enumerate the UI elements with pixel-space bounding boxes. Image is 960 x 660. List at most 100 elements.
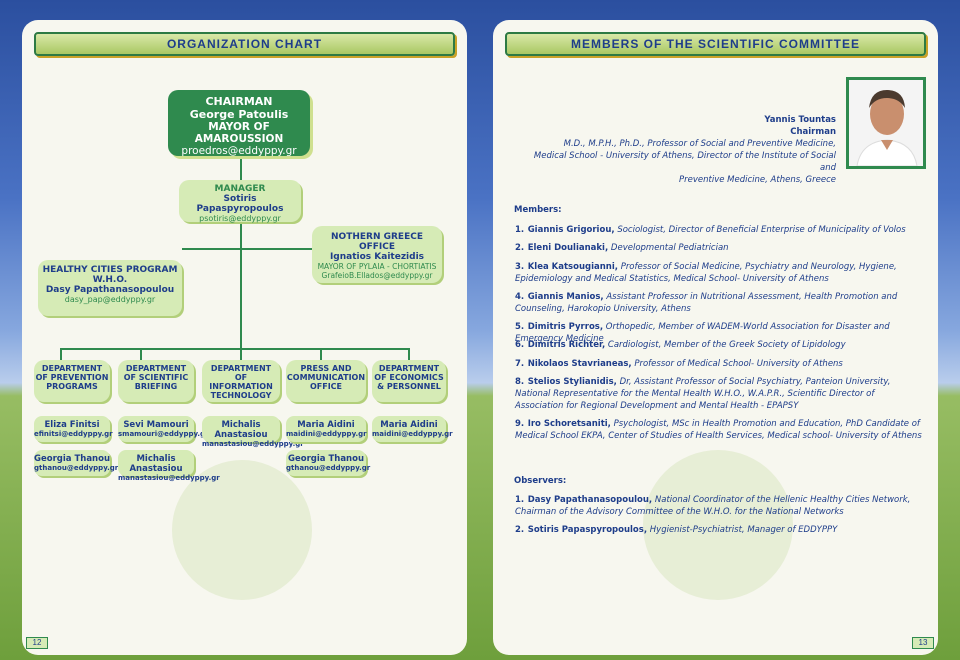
staff-name: Michalis Anastasiou	[214, 420, 268, 440]
staff-email: maidini@eddyppy.gr	[372, 430, 453, 438]
member-desc: Sociologist, Director of Beneficial Ente…	[617, 225, 906, 235]
staff-name: Maria Aidini	[380, 420, 438, 430]
department-line-3: OFFICE	[309, 382, 343, 391]
observers-heading: Observers:	[514, 476, 567, 486]
staff-card: Michalis Anastasiou manastasiou@eddyppy.…	[202, 416, 304, 448]
staff-email: maidini@eddyppy.gr	[286, 430, 367, 438]
member-item: 3. Klea Katsougianni, Professor of Socia…	[515, 261, 924, 285]
member-desc: Psychologist, MSc in Health Promotion an…	[515, 419, 922, 441]
department-line-1: DEPARTMENT	[41, 364, 103, 373]
member-name: Stelios Stylianidis,	[527, 377, 617, 387]
department-line-1: DEPARTMENT	[378, 364, 440, 373]
member-item: 1. Giannis Grigoriou, Sociologist, Direc…	[515, 224, 924, 236]
staff-email: efinitsi@eddyppy.gr	[34, 430, 113, 438]
member-name: Dimitris Richter,	[527, 340, 606, 350]
department-line-3: BRIEFING	[134, 382, 178, 391]
member-item: 2. Eleni Doulianaki, Developmental Pedia…	[515, 242, 924, 254]
organization-chart-title: ORGANIZATION CHART	[34, 32, 455, 56]
member-number: 6.	[515, 340, 525, 350]
member-number: 7.	[515, 359, 525, 369]
observer-number: 1.	[515, 495, 525, 505]
portrait-icon	[849, 80, 923, 166]
department-line-2: OF PREVENTION	[35, 373, 109, 382]
member-number: 9.	[515, 419, 525, 429]
connector-line	[140, 348, 142, 362]
connector-line	[240, 348, 242, 362]
staff-card: Sevi Mamouri smamouri@eddyppy.gr	[118, 416, 209, 442]
manager-box: MANAGER Sotiris Papaspyropoulos psotiris…	[179, 180, 301, 223]
department-line-1: DEPARTMENT	[125, 364, 187, 373]
staff-email: manastasiou@eddyppy.gr	[118, 474, 220, 482]
member-desc: Dr, Assistant Professor of Social Psychi…	[515, 377, 891, 411]
member-name: Giannis Grigoriou,	[527, 225, 615, 235]
member-desc: Professor of Medical School- University …	[634, 359, 843, 369]
staff-name: Michalis Anastasiou	[129, 454, 183, 474]
member-name: Dimitris Pyrros,	[527, 322, 604, 332]
member-item: 8. Stelios Stylianidis, Dr, Assistant Pr…	[515, 376, 924, 412]
northern-position: MAYOR OF PYLAIA - CHORTIATIS	[317, 262, 437, 271]
member-number: 1.	[515, 225, 525, 235]
chairman-role: CHAIRMAN	[205, 95, 273, 108]
department-line-1: DEPARTMENT	[210, 364, 272, 373]
page-number: 13	[912, 637, 934, 649]
department-line-3: & PERSONNEL	[377, 382, 441, 391]
member-item: 9. Iro Schoretsaniti, Psychologist, MSc …	[515, 418, 924, 442]
healthy-role-1: HEALTHY CITIES PROGRAM	[42, 265, 178, 275]
members-heading: Members:	[514, 205, 562, 215]
member-item: 4. Giannis Manios, Assistant Professor i…	[515, 291, 924, 315]
member-number: 3.	[515, 262, 525, 272]
observer-desc: Hygienist-Psychiatrist, Manager of EDDYP…	[649, 525, 838, 535]
member-item: 5. Dimitris Pyrros, Orthopedic, Member o…	[515, 321, 924, 345]
member-desc: Orthopedic, Member of WADEM-World Associ…	[515, 322, 890, 344]
member-number: 8.	[515, 377, 525, 387]
connector-line	[60, 348, 410, 350]
department-line-2: OF ECONOMICS	[374, 373, 444, 382]
chairman-email: proedros@eddyppy.gr	[181, 145, 297, 157]
observer-name: Dasy Papathanasopoulou,	[527, 495, 653, 505]
staff-card: Georgia Thanou gthanou@eddyppy.gr	[34, 450, 119, 476]
staff-email: smamouri@eddyppy.gr	[118, 430, 209, 438]
chair-desc-3: Preventive Medicine, Athens, Greece	[679, 175, 836, 185]
member-desc: Cardiologist, Member of the Greek Societ…	[607, 340, 846, 350]
department-box: DEPARTMENT OF PREVENTION PROGRAMS	[34, 360, 110, 402]
manager-name: Sotiris Papaspyropoulos	[196, 194, 284, 214]
northern-office-box: NOTHERN GREECE OFFICE Ignatios Kaitezidi…	[312, 226, 442, 283]
member-number: 2.	[515, 243, 525, 253]
chairman-name: George Patoulis	[189, 108, 289, 121]
chair-desc-1: M.D., M.P.H., Ph.D., Professor of Social…	[563, 139, 836, 149]
member-name: Klea Katsougianni,	[527, 262, 618, 272]
scientific-committee-title: MEMBERS OF THE SCIENTIFIC COMMITTEE	[505, 32, 926, 56]
staff-name: Maria Aidini	[297, 420, 355, 430]
department-line-3: PROGRAMS	[46, 382, 98, 391]
member-name: Iro Schoretsaniti,	[527, 419, 611, 429]
staff-card: Michalis Anastasiou manastasiou@eddyppy.…	[118, 450, 220, 482]
chair-desc-2: Medical School - University of Athens, D…	[533, 151, 836, 173]
background-logo-shape	[172, 460, 312, 600]
chairman-box: CHAIRMAN George Patoulis MAYOR OF AMAROU…	[168, 90, 310, 157]
chairman-position: MAYOR OF AMAROUSSION	[194, 121, 284, 145]
staff-email: gthanou@eddyppy.gr	[34, 464, 119, 472]
healthy-cities-box: HEALTHY CITIES PROGRAM W.H.O. Dasy Papat…	[38, 260, 182, 316]
staff-email: manastasiou@eddyppy.gr	[202, 440, 304, 448]
member-desc: Professor of Social Medicine, Psychiatry…	[515, 262, 897, 284]
left-page: ORGANIZATION CHART CHAIRMAN George Patou…	[22, 20, 467, 655]
staff-name: Georgia Thanou	[34, 454, 110, 464]
member-desc: Developmental Pediatrician	[610, 243, 729, 253]
observer-item: 1. Dasy Papathanasopoulou, National Coor…	[515, 494, 924, 518]
northern-name: Ignatios Kaitezidis	[329, 252, 425, 262]
healthy-name: Dasy Papathanasopoulou	[45, 285, 175, 295]
member-name: Giannis Manios,	[527, 292, 604, 302]
staff-name: Sevi Mamouri	[123, 420, 189, 430]
manager-role: MANAGER	[214, 184, 266, 194]
healthy-role-2: W.H.O.	[92, 275, 128, 285]
member-item: 6. Dimitris Richter, Cardiologist, Membe…	[515, 339, 924, 351]
member-item: 7. Nikolaos Stavrianeas, Professor of Me…	[515, 358, 924, 370]
staff-card: Georgia Thanou gthanou@eddyppy.gr	[286, 450, 370, 476]
northern-role: NOTHERN GREECE OFFICE	[331, 232, 423, 252]
chairman-photo	[846, 77, 926, 169]
department-line-2: COMMUNICATION	[286, 373, 366, 382]
department-box: PRESS AND COMMUNICATION OFFICE	[286, 360, 366, 402]
page-number: 12	[26, 637, 48, 649]
connector-line	[182, 248, 312, 250]
member-number: 5.	[515, 322, 525, 332]
